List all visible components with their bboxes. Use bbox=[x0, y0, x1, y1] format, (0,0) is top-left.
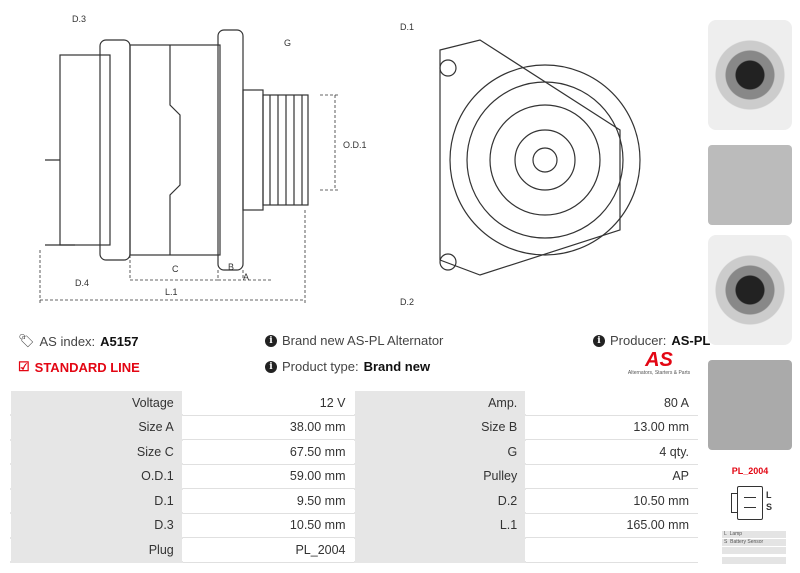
label-c: C bbox=[172, 264, 179, 274]
spec-value: 12 V bbox=[181, 390, 355, 416]
product-photo-angle[interactable] bbox=[708, 360, 792, 450]
label-d3: D.3 bbox=[72, 14, 87, 24]
spec-label: O.D.1 bbox=[10, 463, 183, 490]
info-icon: i bbox=[593, 334, 605, 347]
spec-value bbox=[525, 537, 698, 563]
product-photo-back[interactable] bbox=[708, 235, 792, 345]
as-index: 🏷AS index:A5157 bbox=[18, 333, 139, 349]
spec-value: 38.00 mm bbox=[181, 414, 355, 440]
label-l1: L.1 bbox=[165, 287, 178, 297]
spec-value: 67.50 mm bbox=[181, 439, 355, 465]
spec-value: 13.00 mm bbox=[525, 414, 698, 440]
info-icon: i bbox=[265, 360, 277, 373]
spec-label: Plug bbox=[10, 537, 183, 563]
label-b: B bbox=[228, 262, 235, 272]
spec-label: Amp. bbox=[353, 390, 527, 416]
spec-label: D.1 bbox=[10, 488, 183, 514]
label-od1: O.D.1 bbox=[343, 140, 367, 150]
plug-name: PL_2004 bbox=[731, 466, 769, 476]
spec-label: Size A bbox=[10, 414, 183, 441]
label-a: A bbox=[243, 272, 250, 282]
spec-value: 59.00 mm bbox=[181, 463, 355, 489]
side-view-drawing bbox=[39, 29, 340, 305]
standard-line: ☑STANDARD LINE bbox=[18, 359, 140, 375]
spec-label: G bbox=[353, 439, 527, 465]
spec-value: 10.50 mm bbox=[525, 488, 698, 514]
plug-diagram bbox=[731, 486, 763, 520]
spec-value: 4 qty. bbox=[525, 439, 698, 465]
spec-label: D.3 bbox=[10, 512, 183, 539]
legend-row: S Battery Sensor bbox=[722, 539, 786, 546]
legend-row bbox=[722, 547, 786, 554]
spec-label bbox=[353, 537, 527, 563]
product-photo-front[interactable] bbox=[708, 20, 792, 130]
spec-value: AP bbox=[525, 463, 698, 489]
spec-label: Pulley bbox=[353, 463, 527, 490]
spec-label: D.2 bbox=[353, 488, 527, 514]
front-view-drawing bbox=[439, 39, 641, 276]
legend-row bbox=[722, 557, 786, 564]
as-logo: AS Alternators, Starters & Parts bbox=[627, 349, 691, 376]
label-d1: D.1 bbox=[400, 22, 415, 32]
legend-row: L Lamp bbox=[722, 531, 786, 538]
spec-value: 80 A bbox=[525, 390, 698, 416]
spec-value: 165.00 mm bbox=[525, 512, 698, 538]
label-d2: D.2 bbox=[400, 297, 415, 307]
spec-value: 10.50 mm bbox=[181, 512, 355, 538]
spec-label: L.1 bbox=[353, 512, 527, 539]
spec-label: Size C bbox=[10, 439, 183, 465]
product-photo-side[interactable] bbox=[708, 145, 792, 225]
pin-s: S bbox=[766, 502, 773, 512]
spec-value: PL_2004 bbox=[181, 537, 355, 563]
spec-label: Size B bbox=[353, 414, 527, 441]
label-g: G bbox=[284, 38, 292, 48]
info-icon: i bbox=[265, 334, 277, 347]
label-d4: D.4 bbox=[75, 278, 90, 288]
tag-icon: 🏷 bbox=[18, 333, 35, 348]
spec-value: 9.50 mm bbox=[181, 488, 355, 514]
checkbox-icon: ☑ bbox=[18, 359, 30, 374]
pin-l: L bbox=[766, 490, 772, 500]
spec-label: Voltage bbox=[10, 390, 183, 416]
